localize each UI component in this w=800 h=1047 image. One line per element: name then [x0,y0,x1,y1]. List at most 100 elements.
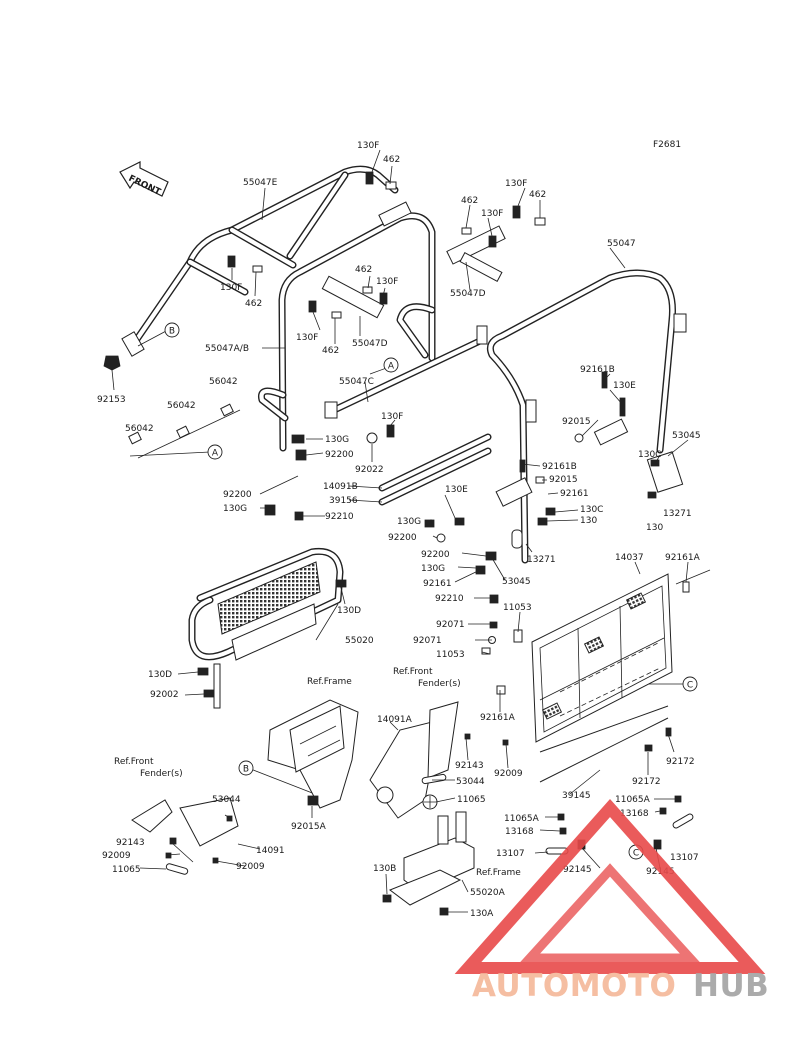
part-label: 92015A [291,822,327,832]
ref-front-fender-label: Fender(s) [418,679,461,689]
part-label: 11065 [457,795,486,805]
part-label: 92200 [325,450,354,460]
watermark-logo: AUTOMOTO HUB [454,798,769,1004]
part-label: 130D [337,606,361,616]
ref-front-fender-label: Fender(s) [140,769,183,779]
part-label: 92145 [563,865,592,875]
part-label: 130C [638,450,661,460]
tube-14091b [378,433,492,506]
part-label: 92161B [542,462,577,472]
part-label: 462 [322,346,339,356]
part-label: 92009 [236,862,265,872]
part-label: 130G [397,517,421,527]
part-label: 92143 [455,761,484,771]
part-label: 92161A [665,553,701,563]
part-label: 130F [481,209,503,219]
reference-labels: Ref.Frame Ref.Front Fender(s) Ref.Front … [114,667,521,878]
part-label: 462 [245,299,262,309]
part-label: 130E [613,381,636,391]
part-label: 130 [646,523,663,533]
svg-text:B: B [243,765,249,775]
part-label: 92143 [116,838,145,848]
ref-front-fender-label: Ref.Front [393,667,433,677]
part-label: 55047C [339,377,374,387]
part-label: 13271 [527,555,556,565]
part-label: 92210 [435,594,464,604]
part-label: 130E [445,485,468,495]
front-bumper-55020 [188,547,347,709]
part-label: 92009 [102,851,131,861]
part-label: 56042 [167,401,196,411]
part-label: 13168 [620,809,649,819]
frame-bracket-assembly [267,699,359,809]
part-label: 55020A [470,888,506,898]
part-label: 11065 [112,865,141,875]
part-label: 55047D [450,289,486,299]
part-label: 92022 [355,465,384,475]
part-label: 13271 [663,509,692,519]
part-label: 14091B [323,482,358,492]
svg-text:A: A [388,362,395,372]
part-label: 92200 [388,533,417,543]
ref-frame-label: Ref.Frame [307,677,352,687]
part-label: 53044 [212,795,241,805]
rops-frame-55047e [121,165,399,357]
svg-text:C: C [687,681,693,691]
part-label: 92153 [97,395,126,405]
front-arrow-icon: FRONT [119,161,169,198]
svg-text:A: A [212,449,219,459]
part-label: 13107 [670,853,699,863]
rear-screen-14037 [481,573,690,783]
part-label: 92200 [421,550,450,560]
part-label: 130C [580,505,603,515]
part-label: 130F [357,141,379,151]
bracket-55047d [321,201,506,319]
part-label: 462 [355,265,372,275]
part-label: 130G [421,564,445,574]
part-label: 130 [580,516,597,526]
part-label: 130A [470,909,494,919]
part-label: 130F [376,277,398,287]
part-label: 14091 [256,846,285,856]
watermark-text-a: AUTOMOTO [472,968,676,1004]
part-label: 130G [325,435,349,445]
callout-a-top: A [383,357,399,373]
part-label: 55047 [607,239,636,249]
part-label: 130F [296,333,318,343]
part-label: 92161B [580,365,615,375]
fender-panel-left [131,797,239,875]
part-label: 13107 [496,849,525,859]
part-label: 130B [373,864,396,874]
part-label: 55047E [243,178,278,188]
watermark-text-b: HUB [693,968,769,1004]
part-label: 92071 [413,636,442,646]
part-label: 13168 [505,827,534,837]
part-label: 92009 [494,769,523,779]
watermark-triangle-icon [454,798,766,974]
part-label: 56042 [209,377,238,387]
part-label: 11065A [504,814,540,824]
figure-code: F2681 [653,140,681,150]
part-label: 14037 [615,553,644,563]
leader-lines [111,149,689,913]
lower-bracket-55020a [382,811,475,916]
part-label: 92172 [632,777,661,787]
part-label: 55047A/B [205,344,249,354]
part-label: 92161 [423,579,452,589]
part-label: 11065A [615,795,651,805]
part-label: 56042 [125,424,154,434]
part-label: 92210 [325,512,354,522]
fender-panel-right [369,701,509,819]
rops-frame-55047 [486,269,687,564]
part-label: 92161 [560,489,589,499]
callout-a-left: A [207,444,223,460]
part-label: 11053 [503,603,532,613]
part-label: 14091A [377,715,413,725]
part-label: 462 [461,196,478,206]
part-labels: 130F 462 55047E 130F 462 462 130F 130F 4… [97,141,701,919]
part-label: 55047D [352,339,388,349]
part-label: 39145 [562,791,591,801]
part-label: 130F [220,283,242,293]
part-label: 92002 [150,690,179,700]
